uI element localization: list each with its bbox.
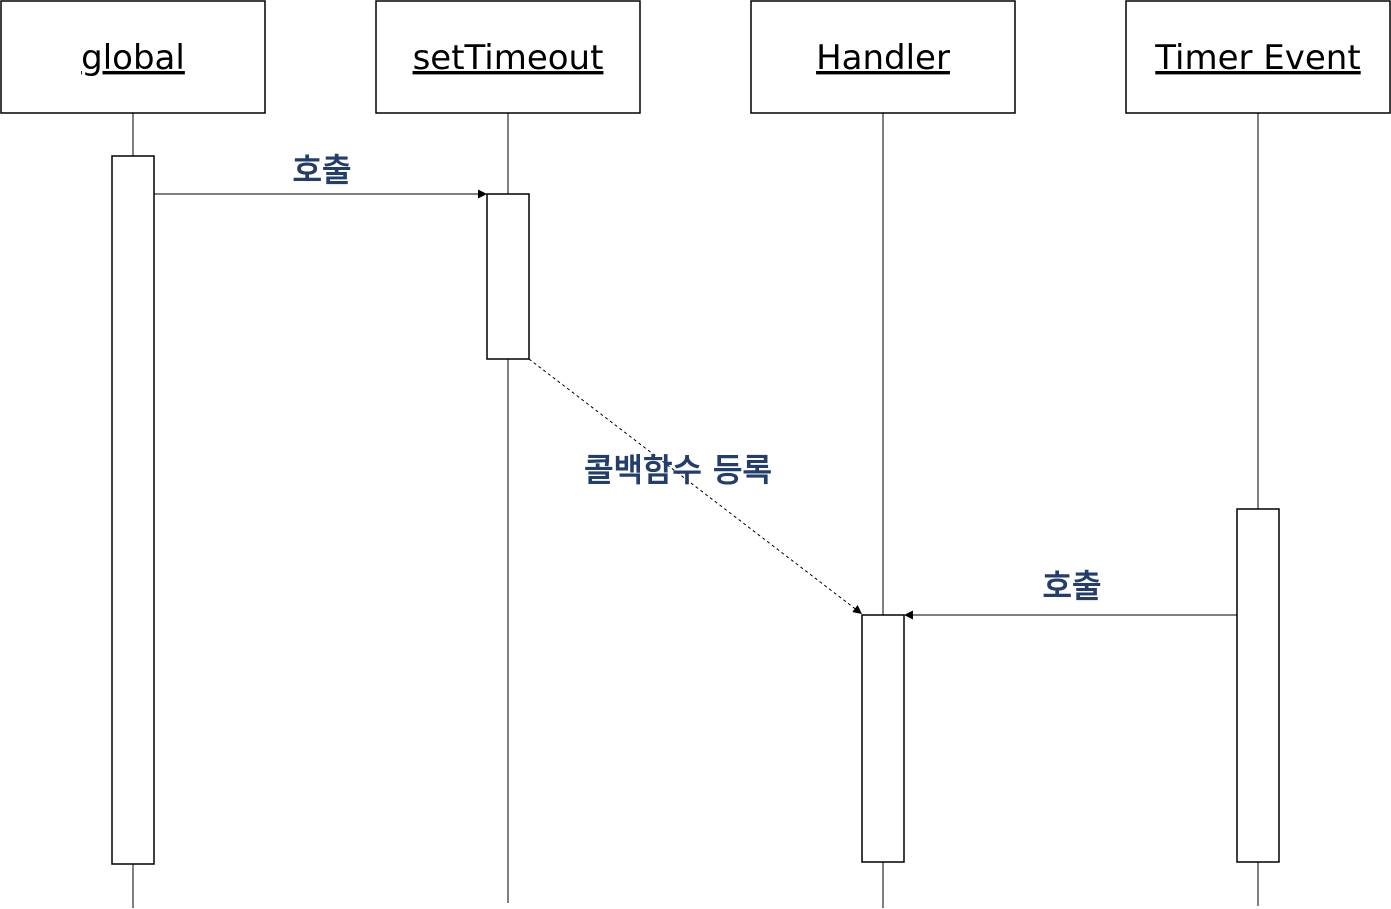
activation-handler: [861, 614, 905, 863]
message-label-call: 호출: [1043, 567, 1102, 605]
message-timerevent-to-handler: 호출: [904, 567, 1237, 620]
participant-label-handler: Handler: [816, 38, 950, 78]
message-settimeout-to-handler: 콜백함수 등록: [528, 358, 863, 615]
message-label-register-callback: 콜백함수 등록: [584, 451, 772, 489]
participant-label-settimeout: setTimeout: [413, 38, 604, 78]
participant-global: global: [0, 0, 266, 114]
participant-handler: Handler: [750, 0, 1016, 114]
participant-label-timer-event: Timer Event: [1154, 38, 1360, 78]
participant-settimeout: setTimeout: [375, 0, 641, 114]
message-global-to-settimeout: 호출: [154, 151, 487, 199]
participant-label-global: global: [81, 38, 185, 78]
activation-global: [111, 155, 155, 865]
activation-settimeout: [486, 193, 530, 360]
participant-timer-event: Timer Event: [1125, 0, 1391, 114]
message-arrow-dashed: [528, 358, 863, 615]
activation-timer-event: [1236, 508, 1280, 863]
message-label-call: 호출: [293, 151, 352, 189]
